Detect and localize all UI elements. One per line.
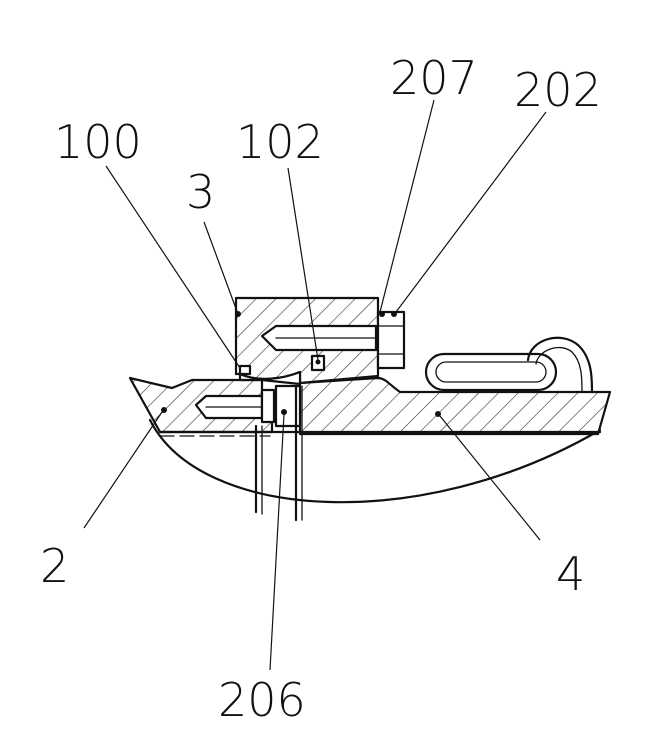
label-2: 2 bbox=[40, 539, 69, 593]
label-207: 207 bbox=[390, 51, 478, 105]
label-4: 4 bbox=[556, 547, 585, 601]
leader-207 bbox=[379, 99, 435, 313]
shaft-206 bbox=[254, 384, 303, 522]
leader-4 bbox=[439, 415, 541, 541]
leader-206 bbox=[269, 413, 285, 671]
leader-202 bbox=[395, 111, 547, 313]
leader-100 bbox=[105, 165, 241, 369]
label-102: 102 bbox=[236, 115, 324, 169]
reference-labels: 100 102 3 207 202 2 4 206 bbox=[40, 51, 602, 727]
label-206: 206 bbox=[218, 673, 306, 727]
upper-bolt bbox=[260, 310, 406, 370]
leader-102 bbox=[287, 167, 319, 361]
part-4-flange bbox=[298, 376, 612, 436]
leader-3 bbox=[203, 221, 239, 315]
seat-100 bbox=[238, 370, 302, 386]
label-202: 202 bbox=[514, 63, 602, 117]
handle bbox=[424, 336, 594, 394]
leader-lines bbox=[83, 99, 547, 671]
label-3: 3 bbox=[186, 165, 215, 219]
label-100: 100 bbox=[54, 115, 142, 169]
lower-body bbox=[148, 418, 602, 504]
seal-small bbox=[238, 364, 252, 376]
leader-2 bbox=[83, 411, 163, 529]
base-lines bbox=[158, 430, 602, 437]
